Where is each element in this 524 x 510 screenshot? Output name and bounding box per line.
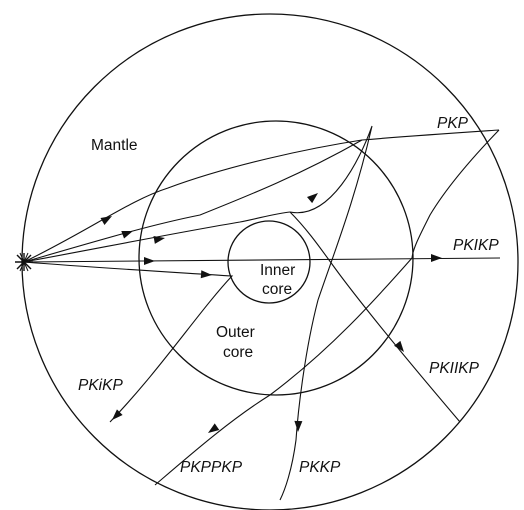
ray-pkiikp [290, 212, 460, 422]
star-burst-icon [15, 253, 33, 271]
arrow-pkp-core [307, 190, 321, 203]
phase-label-pkikp-reflected: PKiKP [78, 377, 123, 394]
arrow-pkikp-reflected [201, 270, 213, 279]
arrow-pkikp-surface [431, 254, 442, 262]
arrow-pkkp [294, 421, 302, 432]
arrow-pkikp-straight [144, 257, 155, 265]
arrow-pkp-mid [121, 227, 134, 238]
outer-core-label-line1: Outer [216, 324, 255, 341]
inner-core-label-line2: core [262, 281, 292, 298]
phase-label-pkppkp: PKPPKP [180, 459, 243, 476]
arrowheads [100, 190, 442, 436]
phase-label-pkp: PKP [437, 115, 469, 132]
arrow-pkiikp [394, 341, 407, 355]
arrow-pkppkp [206, 423, 220, 436]
inner-core-label-line1: Inner [260, 262, 295, 279]
mantle-label: Mantle [91, 137, 138, 154]
ray-pkkp-branch [280, 126, 372, 500]
phase-label-pkkp: PKKP [299, 459, 341, 476]
outer-core-boundary-circle [139, 121, 413, 395]
ray-pkikp-reflected [24, 262, 232, 422]
phase-label-pkiikp: PKIIKP [429, 360, 480, 377]
outer-core-label-line2: core [223, 344, 253, 361]
phase-label-pkikp: PKIKP [453, 237, 499, 254]
